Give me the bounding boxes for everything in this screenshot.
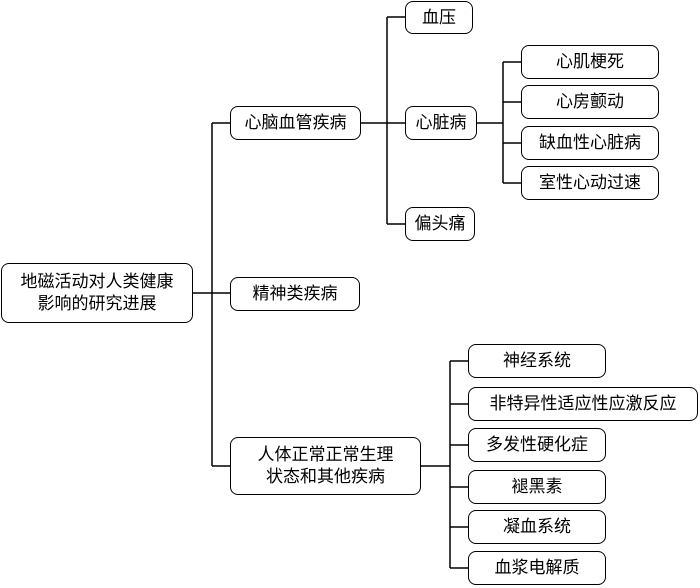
multiple-sclerosis-node: 多发性硬化症 bbox=[468, 428, 606, 462]
cardio-node: 心脑血管疾病 bbox=[230, 106, 361, 140]
migraine-node: 偏头痛 bbox=[405, 207, 475, 241]
heart-disease-node: 心脏病 bbox=[405, 106, 477, 140]
myocardial-infarction-node: 心肌梗死 bbox=[521, 45, 659, 79]
connector-cardio-trunk bbox=[361, 17, 388, 224]
root-node: 地磁活动对人类健康 影响的研究进展 bbox=[1, 263, 193, 323]
mental-node: 精神类疾病 bbox=[230, 277, 360, 311]
normal-line-2: 状态和其他疾病 bbox=[266, 467, 385, 487]
stress-response-node: 非特异性适应性应激反应 bbox=[468, 387, 698, 421]
coagulation-system-node: 凝血系统 bbox=[468, 510, 606, 544]
ischemic-heart-disease-node: 缺血性心脏病 bbox=[521, 126, 659, 160]
normal-line-1: 人体正常正常生理 bbox=[257, 445, 394, 465]
root-line-2: 影响的研究进展 bbox=[37, 294, 157, 314]
normal-node: 人体正常正常生理 状态和其他疾病 bbox=[230, 437, 421, 495]
melatonin-node: 褪黑素 bbox=[468, 470, 606, 504]
nervous-system-node: 神经系统 bbox=[468, 344, 606, 378]
plasma-electrolytes-node: 血浆电解质 bbox=[468, 551, 606, 585]
connector-normal-trunk bbox=[421, 361, 451, 568]
atrial-fibrillation-node: 心房颤动 bbox=[521, 85, 659, 119]
ventricular-tachycardia-node: 室性心动过速 bbox=[521, 166, 659, 200]
root-line-1: 地磁活动对人类健康 bbox=[20, 272, 174, 292]
blood-pressure-node: 血压 bbox=[405, 1, 473, 34]
connector-root-trunk bbox=[193, 123, 213, 466]
connector-heart-trunk bbox=[477, 62, 504, 183]
